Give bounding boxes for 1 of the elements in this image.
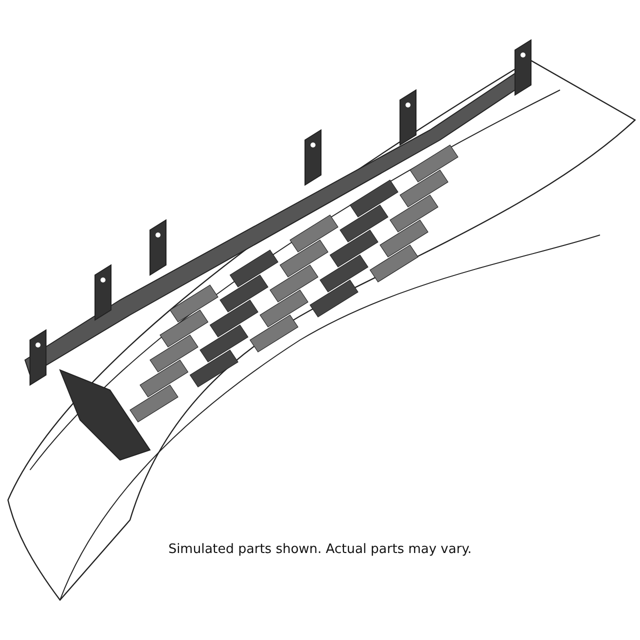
- caption: Simulated parts shown. Actual parts may vary.: [167, 542, 473, 557]
